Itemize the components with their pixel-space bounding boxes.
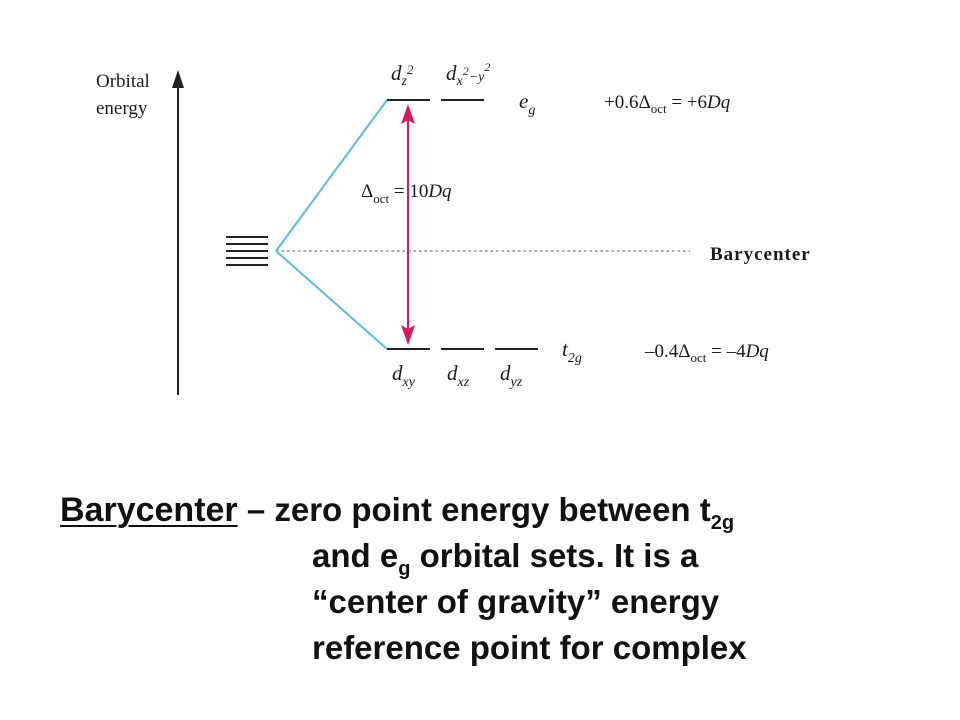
definition-line2-sub: g [398, 558, 411, 580]
energy-axis-arrowhead [172, 70, 184, 88]
definition-line-2: and eg orbital sets. It is a [312, 537, 699, 580]
orbital-label-dz2: dz2 [391, 61, 414, 89]
axis-label-line2: energy [96, 98, 148, 119]
barycenter-definition: Barycenter – zero point energy between t… [60, 487, 940, 671]
t2g-set-label: t2g [562, 337, 582, 366]
definition-line-3: “center of gravity” energy [312, 583, 720, 620]
axis-label-line1: Orbital [96, 71, 150, 92]
degenerate-levels [226, 236, 268, 266]
barycenter-label: Barycenter [710, 244, 811, 265]
definition-line-1: Barycenter – zero point energy between t… [60, 487, 940, 533]
t2g-energy-label: –0.4Δoct = –4Dq [644, 341, 769, 365]
orbital-label-dxz: dxz [447, 361, 470, 390]
orbital-label-dx2y2: dx2−y2 [446, 60, 490, 89]
definition-line-4: reference point for complex [312, 629, 747, 666]
delta-oct-arrowhead-down [401, 325, 415, 345]
split-line-upper [275, 99, 388, 252]
delta-oct-arrowhead-up [401, 104, 415, 124]
definition-line1-sub: 2g [710, 512, 735, 534]
orbital-label-dxy: dxy [392, 361, 416, 390]
eg-set-label: eg [519, 89, 535, 118]
split-line-lower [275, 250, 388, 350]
definition-term: Barycenter [60, 491, 238, 529]
definition-line1-text: – zero point energy between t [237, 491, 711, 528]
orbital-label-dyz: dyz [500, 361, 523, 390]
delta-oct-label: Δoct = 10Dq [361, 181, 452, 206]
eg-energy-label: +0.6Δoct = +6Dq [604, 92, 731, 116]
